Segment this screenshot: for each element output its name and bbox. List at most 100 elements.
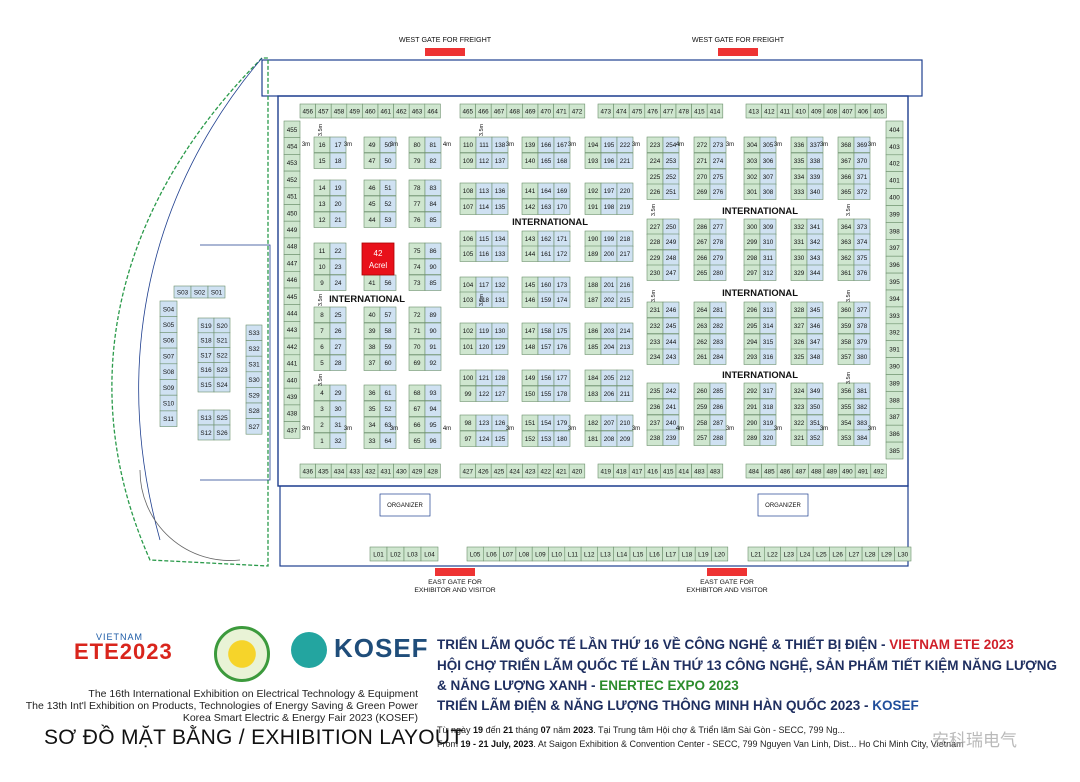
aisle-width-marker: 3m [506, 426, 514, 432]
booth-number: L16 [649, 551, 660, 558]
booth-number: 223 [650, 142, 661, 149]
booth-number: 150 [525, 391, 536, 398]
block-a-booth [379, 354, 397, 371]
booth-number: 455 [287, 127, 298, 134]
block-a-booth [329, 258, 347, 275]
booth-number: 370 [857, 158, 868, 165]
booth-number: 73 [413, 280, 421, 287]
booth-number: 127 [495, 391, 506, 398]
booth-number: 334 [794, 174, 805, 181]
booth-number: 463 [412, 108, 423, 115]
block-a-booth [424, 195, 442, 212]
booth-number: 381 [857, 388, 868, 395]
booth-number: L25 [816, 551, 827, 558]
aisle-width-marker: 3m [726, 142, 734, 148]
block-b-booth [491, 198, 509, 215]
booth-number: 330 [794, 255, 805, 262]
booth-number: 273 [713, 142, 724, 149]
booth-number: 205 [604, 375, 615, 382]
booth-number: 14 [318, 185, 326, 192]
aisle-width-marker: 4m [443, 426, 451, 432]
perimeter-booth [283, 421, 301, 439]
booth-number: 250 [666, 224, 677, 231]
booth-number: 308 [763, 189, 774, 196]
booth-number: 474 [616, 108, 627, 115]
booth-number: 292 [747, 388, 758, 395]
booth-number: 473 [601, 108, 612, 115]
block-c-booth [853, 152, 871, 169]
booth-number: 277 [713, 224, 724, 231]
booth-number: S20 [216, 323, 228, 330]
booth-number: 364 [841, 224, 852, 231]
aisle-width-marker-vertical: 3.5m [846, 203, 852, 216]
booth-number: 23 [334, 264, 342, 271]
block-a-booth [379, 322, 397, 339]
block-c-booth [759, 233, 777, 250]
booth-number: 390 [889, 363, 900, 370]
block-c-booth [709, 233, 727, 250]
block-c-booth [853, 301, 871, 318]
booth-number: 261 [697, 354, 708, 361]
booth-number: 288 [713, 435, 724, 442]
block-b-booth [491, 369, 509, 386]
block-c-booth [806, 317, 824, 334]
booth-number: 453 [287, 160, 298, 167]
booth-number: 65 [413, 438, 421, 445]
block-b-booth [491, 414, 509, 431]
block-c-booth [709, 136, 727, 153]
booth-number: 391 [889, 347, 900, 354]
block-c-booth [759, 264, 777, 281]
booth-number: L01 [373, 551, 384, 558]
block-a-booth [329, 195, 347, 212]
booth-number: S01 [211, 289, 223, 296]
booth-number: 451 [287, 194, 298, 201]
booth-number: 104 [463, 282, 474, 289]
booth-number: 189 [588, 251, 599, 258]
block-b-booth [491, 291, 509, 308]
vn-title-4: TRIỂN LÃM ĐIỆN & NĂNG LƯỢNG THÔNG MINH H… [437, 698, 919, 713]
booth-number: 166 [541, 142, 552, 149]
aisle-width-marker: 4m [676, 142, 684, 148]
booth-number: 5 [320, 360, 324, 367]
date-en: From 19 - 21 July, 2023. At Saigon Exhib… [437, 739, 964, 749]
booth-number: 89 [429, 312, 437, 319]
booth-number: 405 [873, 108, 884, 115]
booth-number: 424 [509, 468, 520, 475]
booth-number: S31 [248, 361, 260, 368]
block-c-booth [853, 317, 871, 334]
booth-number: 296 [747, 307, 758, 314]
block-b-booth [491, 430, 509, 447]
booth-number: 298 [747, 255, 758, 262]
aisle-width-marker: 3m [344, 426, 352, 432]
kosef-logo-icon [291, 632, 327, 668]
booth-number: 397 [889, 245, 900, 252]
block-a-booth [379, 338, 397, 355]
booth-number: L20 [714, 551, 725, 558]
booth-number: 446 [287, 277, 298, 284]
booth-number: 425 [494, 468, 505, 475]
booth-number: L15 [633, 551, 644, 558]
block-b-booth [616, 430, 634, 447]
booth-number: 491 [858, 468, 869, 475]
booth-number: 248 [666, 255, 677, 262]
booth-number: L21 [751, 551, 762, 558]
block-b-booth [491, 338, 509, 355]
booth-number: 20 [334, 201, 342, 208]
booth-number: 98 [464, 420, 472, 427]
booth-number: 183 [588, 391, 599, 398]
booth-number: 148 [525, 344, 536, 351]
zone-label-international: INTERNATIONAL [329, 293, 405, 304]
booth-number: 285 [713, 388, 724, 395]
booth-number: 114 [479, 204, 490, 211]
booth-number: 144 [525, 251, 536, 258]
booth-number: 211 [620, 391, 631, 398]
booth-number: 133 [495, 251, 506, 258]
perimeter-booth [424, 463, 441, 479]
booth-number: 454 [287, 143, 298, 150]
booth-number: 449 [287, 227, 298, 234]
booth-number: 18 [334, 158, 342, 165]
zone-label-international: INTERNATIONAL [722, 205, 798, 216]
booth-number: 427 [463, 468, 474, 475]
block-c-booth [662, 233, 680, 250]
block-a-booth [329, 354, 347, 371]
